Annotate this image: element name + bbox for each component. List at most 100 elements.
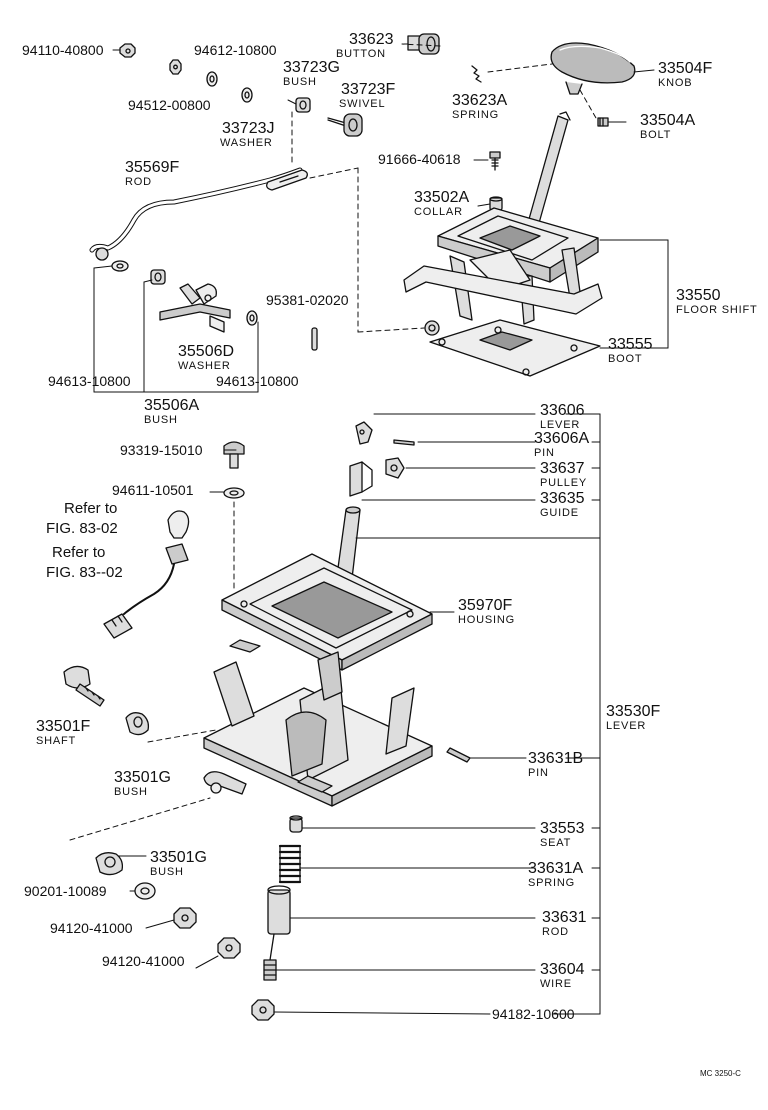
label-33501G-b: 33501G [150,849,207,866]
label-33555-name: BOOT [608,353,642,365]
label-94182-10600: 94182-10600 [492,1006,575,1022]
bush-35506A-icon [150,269,166,285]
lever-33606-icon [355,421,373,445]
label-33504F: 33504F [658,60,712,77]
washer-94612-icon [206,71,218,87]
wire-33604-icon [263,933,277,981]
label-33604-name: WIRE [540,978,572,990]
pin-95381-icon [311,327,318,351]
label-33501G-a: 33501G [114,769,171,786]
shaft-33501F-icon [63,665,105,707]
label-33631B-name: PIN [528,767,549,779]
label-33723J-name: WASHER [220,137,273,149]
label-91666-40618: 91666-40618 [378,151,461,167]
bush-33501G-upper-icon [125,712,150,736]
label-33623: 33623 [349,31,394,48]
figure-code: MC 3250-C [700,1069,741,1078]
spring-33631A-icon [278,844,302,884]
label-35506D: 35506D [178,343,234,360]
bush-33501G-lower-icon [95,852,124,876]
refer-2-line-1: Refer to [52,544,105,561]
label-33501G-b-name: BUSH [150,866,184,878]
label-94120-41000-a: 94120-41000 [50,920,133,936]
label-33631-name: ROD [542,926,569,938]
label-35506A: 35506A [144,397,199,414]
label-94612-10800: 94612-10800 [194,42,277,58]
label-33501G-a-name: BUSH [114,786,148,798]
label-94512-00800: 94512-00800 [128,97,211,113]
label-35970F: 35970F [458,597,512,614]
label-33502A-name: COLLAR [414,206,463,218]
label-33504A-name: BOLT [640,129,671,141]
label-35569F: 35569F [125,159,179,176]
label-33723J: 33723J [222,120,275,137]
label-94613-10800-b: 94613-10800 [216,373,299,389]
label-33723G: 33723G [283,59,340,76]
seat-33553-icon [289,815,303,833]
label-93319-15010: 93319-15010 [120,442,203,458]
refer-2-line-2: FIG. 83--02 [46,564,123,581]
label-33604: 33604 [540,961,585,978]
washer-94613-left-icon [111,260,129,272]
label-33550-name: FLOOR SHIFT [676,304,758,316]
bolt-91666-icon [489,151,501,171]
pin-33631B-icon [446,747,471,763]
label-33550: 33550 [676,287,721,304]
label-33606A: 33606A [534,430,589,447]
button-33623-icon [407,33,440,55]
label-33553: 33553 [540,820,585,837]
label-95381-02020: 95381-02020 [266,292,349,308]
floor-shift-assembly-icon [403,111,603,336]
label-90201-10089: 90201-10089 [24,883,107,899]
label-33555: 33555 [608,336,653,353]
label-33530F: 33530F [606,703,660,720]
socket-connector-icon [103,543,189,639]
refer-1-line-1: Refer to [64,500,117,517]
label-33623-name: BUTTON [336,48,386,60]
label-33637-name: PULLEY [540,477,587,489]
label-35970F-name: HOUSING [458,614,515,626]
nut-94120-lower-icon [217,937,241,959]
swivel-33723F-icon [327,113,363,137]
pulley-33637-icon [385,457,405,479]
label-33631A: 33631A [528,860,583,877]
label-33623A: 33623A [452,92,507,109]
label-33723F-name: SWIVEL [339,98,385,110]
label-35506D-name: WASHER [178,360,231,372]
label-33723G-name: BUSH [283,76,317,88]
washer-94613-right-icon [246,310,258,326]
label-33723F: 33723F [341,81,395,98]
leader-lines [93,43,655,1015]
washer-94611-icon [223,487,245,499]
guide-33635-icon [349,461,373,497]
boot-33555-icon [429,319,601,377]
label-33623A-name: SPRING [452,109,499,121]
label-33635: 33635 [540,490,585,507]
label-texts: 94110-40800 94612-10800 94512-00800 3362… [22,31,758,1078]
washer-33723J-icon [241,87,253,103]
label-35506A-name: BUSH [144,414,178,426]
rod-33631-icon [267,885,291,935]
bracket-35506D-icon [159,283,231,333]
spring-33623A-icon [471,65,482,83]
bracket-base-icon [203,651,433,807]
bolt-33504A-icon [597,117,609,127]
label-33606-name: LEVER [540,419,580,431]
label-33606: 33606 [540,402,585,419]
label-33635-name: GUIDE [540,507,579,519]
rod-35569F-icon [89,167,308,261]
label-33504A: 33504A [640,112,695,129]
nut-94512-icon [169,59,182,75]
bush-33723G-icon [295,97,311,113]
bulb-icon [167,510,190,539]
nut-94120-upper-icon [173,907,197,929]
label-33606A-name: PIN [534,447,555,459]
washer-90201-icon [134,882,156,900]
label-33631A-name: SPRING [528,877,575,889]
label-33637: 33637 [540,460,585,477]
nut-94110-icon [119,43,136,58]
knob-33504F-icon [550,42,636,95]
label-33530F-name: LEVER [606,720,646,732]
label-94611-10501: 94611-10501 [112,482,194,498]
